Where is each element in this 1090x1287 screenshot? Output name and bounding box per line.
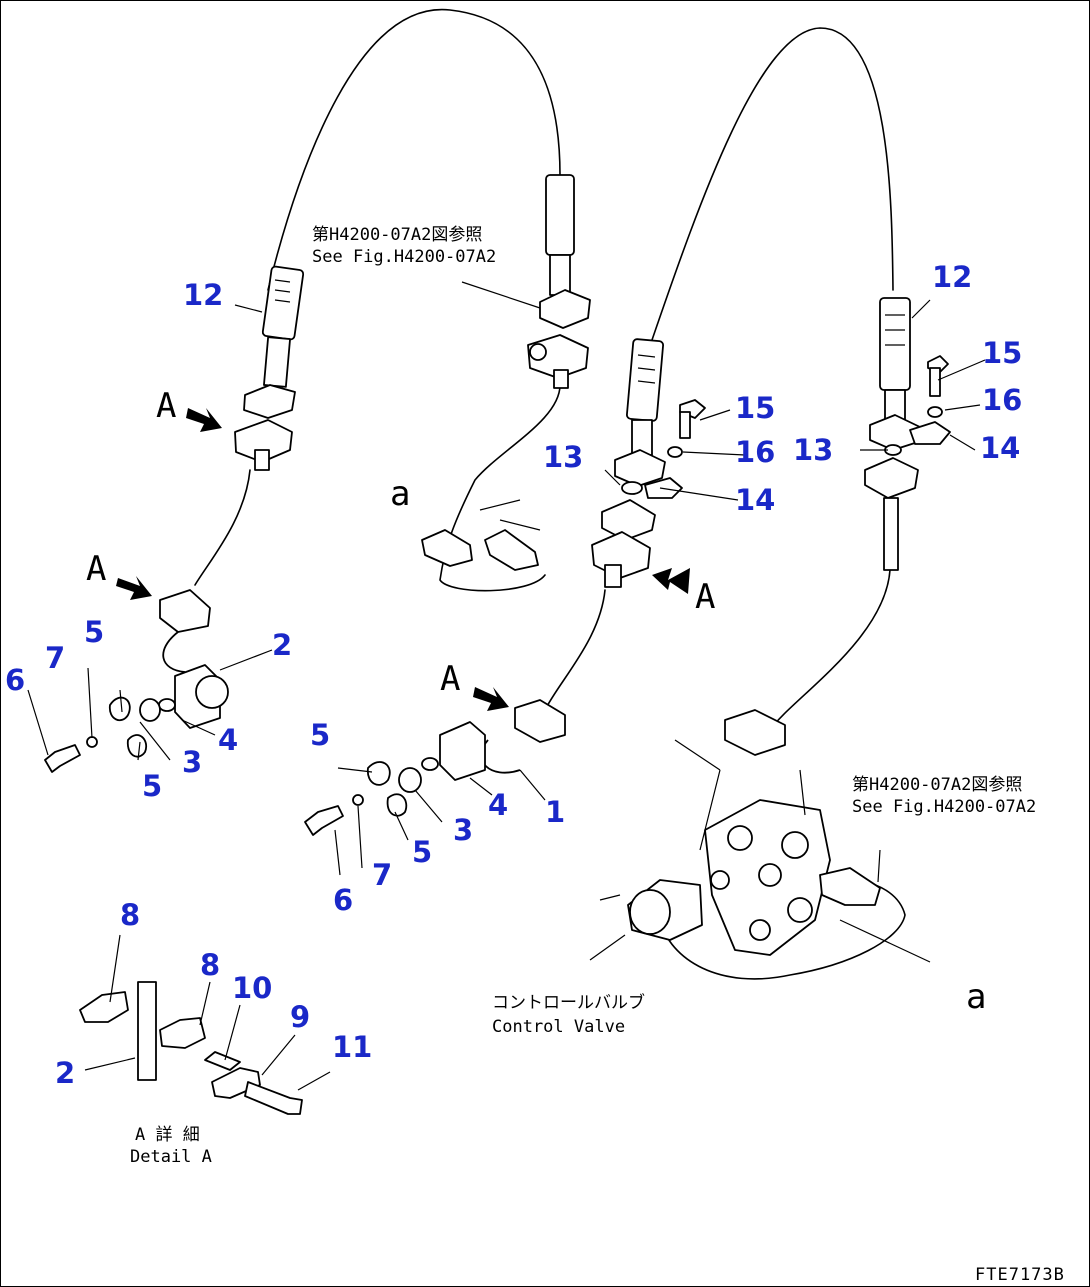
view-arrows xyxy=(116,408,690,711)
reference-labels: 第H4200-07A2図参照 See Fig.H4200-07A2 第H4200… xyxy=(130,225,1065,1285)
callout-5-center-bottom: 5 xyxy=(412,835,432,869)
callout-14-center: 14 xyxy=(735,483,775,517)
callout-8-bottom: 8 xyxy=(200,948,220,982)
ref-right-jp: 第H4200-07A2図参照 xyxy=(852,775,1022,795)
callout-7-center: 7 xyxy=(372,858,392,892)
view-letter-lower-a-1: a xyxy=(390,474,410,514)
ref-top-jp: 第H4200-07A2図参照 xyxy=(312,225,482,245)
callout-1: 1 xyxy=(545,795,565,829)
ref-right-en: See Fig.H4200-07A2 xyxy=(852,797,1036,817)
leader-lines xyxy=(27,281,986,1091)
callout-16-center: 16 xyxy=(735,435,775,469)
callout-14-right: 14 xyxy=(980,431,1020,465)
callout-3-center: 3 xyxy=(453,813,473,847)
view-letter-a-3: A xyxy=(440,659,460,699)
callout-12-left: 12 xyxy=(183,278,223,312)
center-cable-assembly xyxy=(421,174,591,571)
view-letter-a-4: A xyxy=(695,577,715,617)
ref-top-en: See Fig.H4200-07A2 xyxy=(312,247,496,267)
center-right-cable-assembly xyxy=(591,338,706,588)
left-cable-assembly xyxy=(159,265,305,673)
callout-5-left-bottom: 5 xyxy=(142,769,162,803)
callout-9: 9 xyxy=(290,1000,310,1034)
right-cable-assembly xyxy=(864,297,951,571)
callout-8-top: 8 xyxy=(120,898,140,932)
detail-a-parts xyxy=(79,981,303,1115)
callout-2-left: 2 xyxy=(272,628,292,662)
figure-code: FTE7173B xyxy=(975,1265,1065,1285)
left-joint-parts xyxy=(44,664,229,773)
cable-lines xyxy=(194,8,906,980)
callout-5-left-top: 5 xyxy=(84,615,104,649)
control-valve-en: Control Valve xyxy=(492,1017,625,1037)
view-letter-lower-a-2: a xyxy=(966,977,986,1017)
callout-2-detail: 2 xyxy=(55,1056,75,1090)
callout-11: 11 xyxy=(332,1030,372,1064)
view-letter-a-1: A xyxy=(156,386,176,426)
callout-6-left: 6 xyxy=(5,663,25,697)
view-letters: A A A A a a xyxy=(86,386,986,1017)
callout-4-center: 4 xyxy=(488,788,508,822)
detail-a-jp: A 詳 細 xyxy=(135,1125,200,1145)
view-letter-a-2: A xyxy=(86,549,106,589)
callout-13-center: 13 xyxy=(543,440,583,474)
control-valve xyxy=(627,709,881,956)
callout-16-right: 16 xyxy=(982,383,1022,417)
callout-15-center: 15 xyxy=(735,391,775,425)
callout-6-center: 6 xyxy=(333,883,353,917)
callout-5-center-top: 5 xyxy=(310,718,330,752)
callout-13-right: 13 xyxy=(793,433,833,467)
callout-12-right: 12 xyxy=(932,260,972,294)
callout-3-left: 3 xyxy=(182,745,202,779)
callout-numbers: 12 2 5 7 6 4 3 5 5 4 1 3 5 7 6 13 15 16 … xyxy=(5,260,1022,1090)
callout-7-left: 7 xyxy=(45,641,65,675)
detail-a-en: Detail A xyxy=(130,1147,212,1167)
callout-4-left: 4 xyxy=(218,723,238,757)
callout-15-right: 15 xyxy=(982,336,1022,370)
control-valve-jp: コントロールバルブ xyxy=(492,992,645,1013)
callout-10: 10 xyxy=(232,971,272,1005)
center-joint-parts xyxy=(304,699,566,836)
